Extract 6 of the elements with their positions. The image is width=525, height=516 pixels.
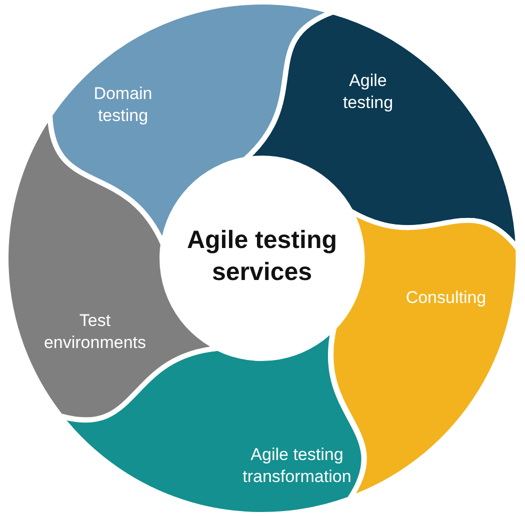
segment-label: Domain testing xyxy=(92,82,154,127)
segment-label: Agile testing xyxy=(342,70,394,114)
segment-label: Test environments xyxy=(42,310,148,354)
title: Agile testing services xyxy=(186,225,338,288)
segment-label: Consulting xyxy=(404,286,488,309)
segment-label: Agile testing transformation xyxy=(242,444,352,488)
